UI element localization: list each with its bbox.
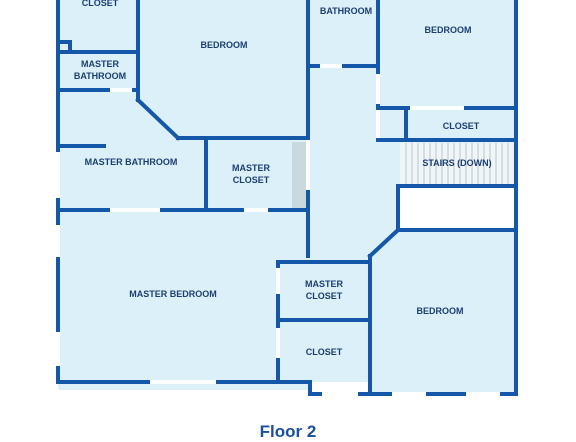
window [150, 380, 216, 384]
window [56, 152, 60, 198]
floor-plan [56, 0, 518, 396]
door-gap [276, 268, 280, 294]
stair-opening [400, 186, 514, 228]
door-gap [376, 110, 380, 138]
room-label-master-bathroom: MASTER BATHROOM [84, 157, 178, 167]
door-gap [376, 74, 380, 104]
door-gap [244, 208, 268, 212]
room-label-master-bathroom-small: MASTER BATHROOM [73, 59, 127, 81]
room-label-bathroom-top: BATHROOM [319, 6, 373, 16]
floor-area [58, 0, 516, 394]
room-label-bedroom-top-center: BEDROOM [200, 40, 248, 50]
door-gap [410, 106, 464, 110]
door-gap [306, 140, 310, 190]
door-gap [320, 64, 342, 68]
room-label-closet-top-left: CLOSET [81, 0, 119, 8]
window [56, 332, 60, 366]
room-label-closet-right: CLOSET [442, 121, 480, 131]
window [322, 392, 358, 396]
room-label-bedroom-lower-right: BEDROOM [416, 306, 464, 316]
door-gap [110, 88, 132, 92]
door-gap [276, 328, 280, 358]
room-label-master-bedroom: MASTER BEDROOM [129, 289, 217, 299]
floor-title: Floor 2 [259, 422, 317, 441]
window [392, 392, 426, 396]
door-gap [110, 208, 160, 212]
stairs-treads [400, 143, 514, 185]
hatched-panel [292, 142, 306, 208]
room-label-master-closet-lower: MASTER CLOSET [305, 279, 343, 301]
openings [56, 64, 500, 396]
room-label-bedroom-top-right: BEDROOM [424, 25, 472, 35]
window [466, 392, 500, 396]
window [56, 225, 60, 257]
room-label-master-closet-center: MASTER CLOSET [232, 163, 270, 185]
room-label-closet-bottom: CLOSET [305, 347, 343, 357]
room-label-stairs: STAIRS (DOWN) [422, 158, 492, 168]
